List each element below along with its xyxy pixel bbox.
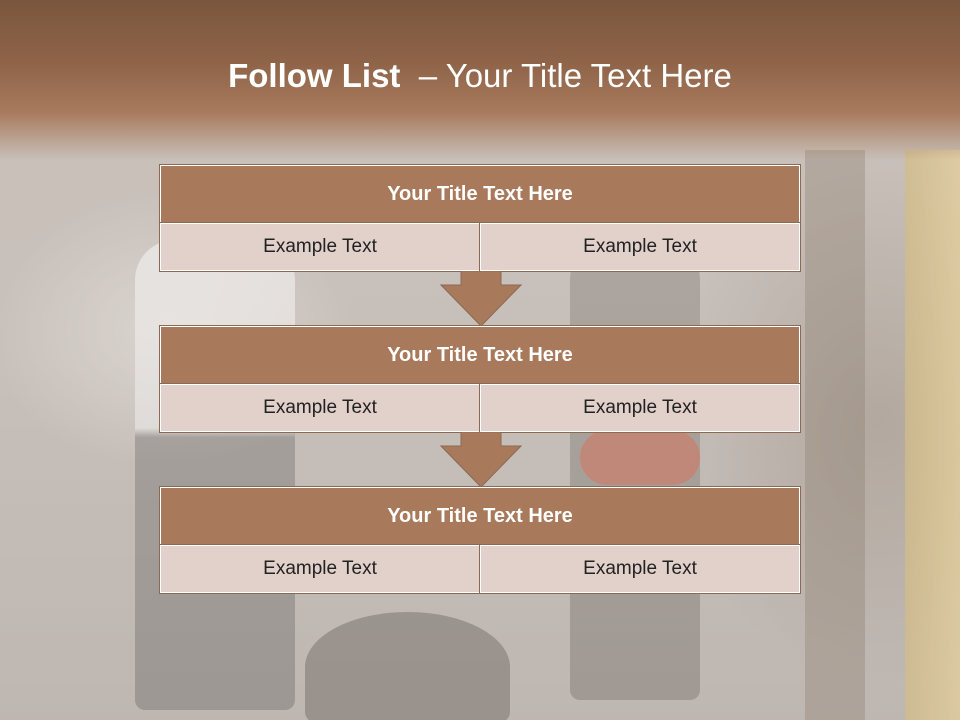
step-header-3[interactable]: Your Title Text Here bbox=[159, 486, 801, 546]
background-guitar bbox=[580, 430, 700, 485]
step-cell-1-left[interactable]: Example Text bbox=[159, 222, 481, 272]
background-hat bbox=[305, 612, 510, 720]
step-box-2: Your Title Text Here Example Text Exampl… bbox=[159, 325, 801, 433]
slide-title-regular: – Your Title Text Here bbox=[418, 57, 732, 94]
background-figure-left bbox=[135, 240, 295, 710]
step-box-3: Your Title Text Here Example Text Exampl… bbox=[159, 486, 801, 594]
step-box-1: Your Title Text Here Example Text Exampl… bbox=[159, 164, 801, 272]
step-cell-3-right[interactable]: Example Text bbox=[479, 544, 801, 594]
down-arrow-icon bbox=[440, 432, 522, 488]
step-cell-2-right[interactable]: Example Text bbox=[479, 383, 801, 433]
step-cell-2-left[interactable]: Example Text bbox=[159, 383, 481, 433]
background-pillar bbox=[805, 150, 865, 720]
step-header-2[interactable]: Your Title Text Here bbox=[159, 325, 801, 385]
title-band bbox=[0, 0, 960, 160]
down-arrow-icon bbox=[440, 271, 522, 327]
slide-title-bold: Follow List bbox=[228, 57, 401, 94]
step-cell-1-right[interactable]: Example Text bbox=[479, 222, 801, 272]
step-header-1[interactable]: Your Title Text Here bbox=[159, 164, 801, 224]
background-post bbox=[905, 150, 960, 720]
step-cell-3-left[interactable]: Example Text bbox=[159, 544, 481, 594]
slide-title[interactable]: Follow List – Your Title Text Here bbox=[0, 54, 960, 98]
